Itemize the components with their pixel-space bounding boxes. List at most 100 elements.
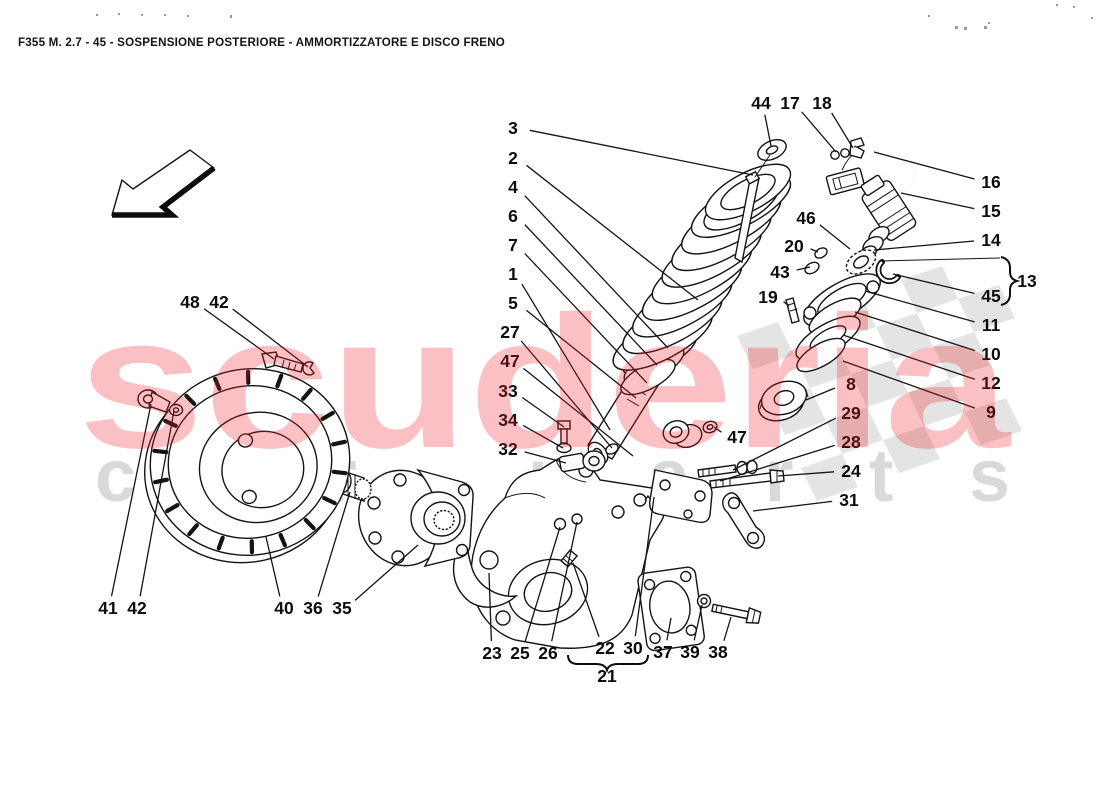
leader-line-46 (819, 224, 851, 250)
shock-actuator-assembly (757, 137, 1001, 422)
rubber-mount-8 (757, 380, 809, 422)
bushing-47 (662, 420, 718, 449)
disc-slot (152, 448, 169, 455)
callout-15: 15 (981, 201, 1001, 221)
callout-37: 37 (653, 642, 672, 662)
leader-line-32 (524, 451, 567, 464)
callout-46: 46 (796, 208, 816, 228)
disc-slot (322, 496, 337, 506)
callout-42: 42 (209, 292, 229, 312)
leader-line-38 (723, 616, 732, 641)
callout-34: 34 (498, 410, 518, 430)
leader-line-37 (666, 617, 672, 641)
leader-line-47 (523, 367, 634, 457)
bolt-48 (261, 351, 304, 373)
disc-slot (301, 387, 313, 401)
callout-31: 31 (839, 490, 859, 510)
leader-line-20 (810, 248, 819, 253)
callout-24: 24 (841, 461, 861, 481)
group-label-21: 21 (597, 666, 617, 686)
bracket-31 (722, 492, 766, 549)
leader-line-4 (524, 195, 669, 349)
callout-6: 6 (508, 206, 518, 226)
actuator-body (860, 174, 917, 241)
disc-slot (187, 523, 199, 537)
callout-45: 45 (981, 286, 1001, 306)
leader-line-1 (521, 283, 611, 431)
washer-34 (556, 442, 572, 454)
callout-39: 39 (680, 642, 700, 662)
shock-absorber-assembly (587, 138, 792, 465)
checker-cell (876, 313, 933, 360)
callout-16: 16 (981, 172, 1001, 192)
callout-38: 38 (708, 642, 728, 662)
bolt-38 (711, 603, 762, 624)
connector (825, 167, 865, 196)
callout-14: 14 (981, 230, 1001, 250)
callout-41: 41 (98, 598, 118, 618)
callout-1: 1 (508, 264, 518, 284)
disc-slot (331, 439, 347, 447)
callout-22: 22 (595, 638, 615, 658)
callout-47: 47 (727, 427, 746, 447)
checker-cell (901, 266, 958, 313)
callout-10: 10 (981, 344, 1001, 364)
leader-line-27 (520, 340, 613, 449)
bracket-13 (1000, 256, 1021, 306)
leader-line-35 (354, 544, 419, 601)
callout-11: 11 (982, 315, 1001, 335)
washer-43 (804, 261, 820, 275)
upper-mount-stack (795, 273, 881, 373)
disc-slot (212, 376, 222, 392)
checker-cell (801, 454, 858, 501)
callout-23: 23 (482, 643, 502, 663)
callout-12: 12 (981, 373, 1001, 393)
leader-line-5 (526, 309, 637, 399)
callout-43: 43 (770, 262, 790, 282)
wheel-hub-assembly (330, 468, 474, 568)
washer-17b (840, 148, 850, 158)
toe-plate (648, 469, 713, 524)
hub-35 (357, 468, 474, 568)
callout-35: 35 (332, 598, 352, 618)
leader-line-41 (110, 403, 152, 597)
leader-line-25 (524, 526, 561, 642)
disc-vent-slots (152, 369, 348, 555)
disc-slot (331, 469, 348, 476)
leader-line-2 (526, 164, 699, 301)
direction-arrow-icon (111, 149, 216, 218)
checker-cell (965, 398, 1022, 445)
clip-45 (875, 259, 901, 285)
group-label-13: 13 (1017, 271, 1037, 291)
disc-slot (278, 532, 288, 548)
leader-line-3 (529, 129, 754, 176)
leader-line-24 (777, 471, 835, 477)
checker-cell (851, 360, 908, 407)
disc-slot (184, 393, 197, 407)
screw-29 (697, 459, 758, 478)
callout-30: 30 (623, 638, 643, 658)
leader-line-19 (783, 301, 790, 307)
watermark-brand: scuderia (78, 277, 1012, 487)
callout-4: 4 (508, 177, 518, 197)
page-title: F355 M. 2.7 - 45 - SOSPENSIONE POSTERIOR… (18, 36, 505, 49)
callout-40: 40 (274, 598, 294, 618)
clamp-32 (558, 450, 606, 473)
brake-guard-23 (452, 534, 519, 608)
checker-cell (737, 322, 794, 369)
clip-18 (849, 137, 865, 159)
callout-36: 36 (303, 598, 323, 618)
leader-line-42 (139, 410, 175, 597)
leader-line-16 (873, 151, 975, 180)
leader-line-29 (732, 417, 836, 471)
leader-line-15 (900, 192, 975, 210)
leader-line-31 (752, 500, 833, 512)
disc-slot (320, 410, 335, 422)
leader-line-12 (842, 334, 976, 380)
leader-line-33 (521, 396, 565, 428)
brake-disc-40 (143, 367, 351, 564)
leader-line-22 (572, 562, 600, 637)
